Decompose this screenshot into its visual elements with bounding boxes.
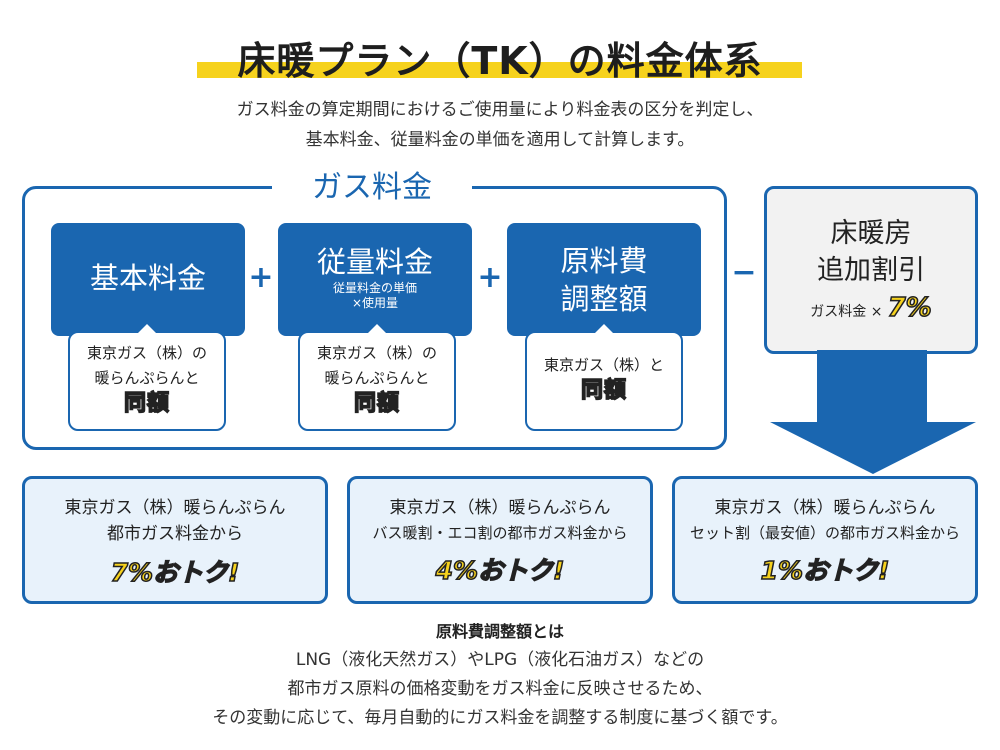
card-1-percent: 東京ガス（株）暖らんぷらん セット割（最安値）の都市ガス料金から 1%おトク! bbox=[672, 476, 978, 604]
discount-formula: ガス料金 × bbox=[810, 304, 883, 320]
card1-line2: 都市ガス料金から bbox=[107, 524, 243, 544]
card3-deal: 1%おトク! bbox=[756, 551, 894, 587]
card1-deal: 7%おトク! bbox=[106, 553, 244, 589]
basic-fee-label: 基本料金 bbox=[89, 261, 206, 295]
caret bbox=[595, 324, 613, 333]
discount-formula-row: ガス料金 × 7% bbox=[767, 292, 975, 324]
lead-line-1: ガス料金の算定期間におけるご使用量により料金表の区分を判定し、 bbox=[236, 100, 764, 120]
card-4-percent: 東京ガス（株）暖らんぷらん バス暖割・エコ割の都市ガス料金から 4%おトク! bbox=[347, 476, 653, 604]
fuel-same-label: 同額 bbox=[580, 377, 627, 404]
card2-line1: 東京ガス（株）暖らんぷらん bbox=[389, 498, 611, 518]
title-highlight bbox=[197, 62, 802, 78]
note-line1: LNG（液化天然ガス）やLPG（液化石油ガス）などの bbox=[295, 650, 705, 670]
fuel-adjustment-box: 原料費 調整額 bbox=[507, 223, 701, 336]
card2-deal: 4%おトク! bbox=[431, 551, 569, 587]
card-7-percent: 東京ガス（株）暖らんぷらん 都市ガス料金から 7%おトク! bbox=[22, 476, 328, 604]
basic-fee-note: 東京ガス（株）の 暖らんぷらんと 同額 bbox=[68, 324, 226, 431]
basic-note-line1: 東京ガス（株）の bbox=[86, 344, 207, 362]
caret bbox=[138, 324, 156, 333]
usage-note-line2: 暖らんぷらんと bbox=[324, 369, 430, 387]
usage-same-label: 同額 bbox=[353, 390, 400, 417]
fuel-adjustment-line1: 原料費 bbox=[560, 244, 648, 278]
basic-same-label: 同額 bbox=[123, 390, 170, 417]
basic-fee-box: 基本料金 bbox=[51, 223, 245, 336]
usage-note-line1: 東京ガス（株）の bbox=[316, 344, 437, 362]
note-line3: その変動に応じて、毎月自動的にガス料金を調整する制度に基づく額です。 bbox=[212, 708, 788, 728]
minus-sign: − bbox=[731, 255, 757, 290]
plus-sign-1: + bbox=[248, 260, 274, 295]
usage-fee-box: 従量料金 従量料金の単価 ×使用量 bbox=[278, 223, 472, 336]
fuel-adjustment-note: 東京ガス（株）と 同額 bbox=[525, 324, 683, 431]
title-wrap: 床暖プラン（TK）の料金体系 bbox=[0, 30, 1000, 85]
usage-fee-sub-line2: ×使用量 bbox=[351, 296, 399, 310]
floor-heating-discount-box: 床暖房 追加割引 ガス料金 × 7% bbox=[764, 186, 978, 354]
note-title: 原料費調整額とは bbox=[435, 622, 564, 641]
card1-deal-text: 7%おトク! bbox=[110, 557, 240, 588]
page-title: 床暖プラン（TK）の料金体系 bbox=[237, 39, 763, 83]
discount-line1: 床暖房 bbox=[830, 218, 912, 249]
lead-line-2: 基本料金、従量料金の単価を適用して計算します。 bbox=[305, 130, 695, 150]
usage-fee-label: 従量料金 bbox=[316, 245, 433, 279]
usage-fee-sub-line1: 従量料金の単価 bbox=[332, 281, 417, 295]
card3-line1: 東京ガス（株）暖らんぷらん bbox=[714, 498, 936, 518]
down-arrow-icon bbox=[770, 350, 976, 474]
note-line2: 都市ガス原料の価格変動をガス料金に反映させるため、 bbox=[287, 679, 713, 699]
discount-rate: 7% bbox=[887, 292, 933, 324]
discount-line2: 追加割引 bbox=[817, 255, 925, 286]
basic-note-line2: 暖らんぷらんと bbox=[94, 369, 200, 387]
caret bbox=[368, 324, 386, 333]
card3-line2: セット割（最安値）の都市ガス料金から bbox=[689, 524, 960, 542]
card2-deal-text: 4%おトク! bbox=[435, 555, 565, 586]
fuel-adjustment-line2: 調整額 bbox=[560, 282, 648, 316]
card1-line1: 東京ガス（株）暖らんぷらん bbox=[64, 498, 286, 518]
card2-line2: バス暖割・エコ割の都市ガス料金から bbox=[372, 524, 628, 542]
card3-deal-text: 1%おトク! bbox=[760, 555, 890, 586]
plus-sign-2: + bbox=[477, 260, 503, 295]
gas-fee-label: ガス料金 bbox=[272, 168, 472, 208]
usage-fee-note: 東京ガス（株）の 暖らんぷらんと 同額 bbox=[298, 324, 456, 431]
fuel-note-line1: 東京ガス（株）と bbox=[543, 356, 664, 374]
